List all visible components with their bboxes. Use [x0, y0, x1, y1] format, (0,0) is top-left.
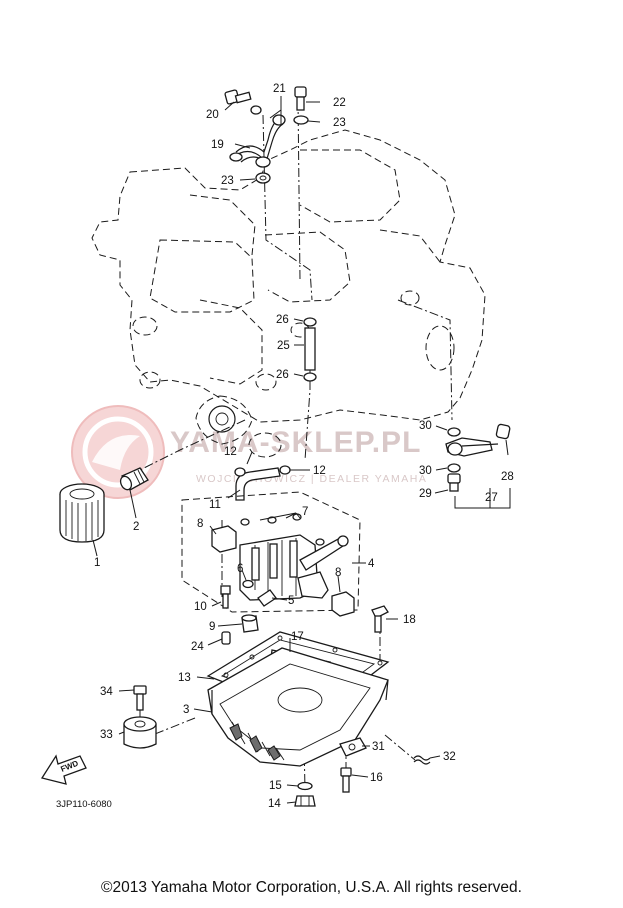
callout-6: 6: [237, 563, 243, 575]
oil-filter-1: [59, 483, 105, 543]
callout-9: 9: [209, 621, 215, 633]
dowel-24: [221, 631, 231, 645]
callout-29: 29: [419, 488, 432, 500]
callout-24: 24: [191, 641, 204, 653]
oil-switch-assembly: [445, 423, 511, 492]
callout-3: 3: [183, 704, 189, 716]
bolt-16: [340, 767, 352, 793]
callout-19: 19: [211, 139, 224, 151]
callout-1: 1: [94, 557, 100, 569]
o-ring-12-right: [279, 465, 291, 475]
callout-15: 15: [269, 780, 282, 792]
callout-12-right: 12: [313, 465, 326, 477]
bolt-18: [371, 605, 389, 633]
drain-bolt-14: [294, 795, 316, 807]
callout-labels: 1 2 3 4 5 6 7 8 8 9 10 11 12 12 13 14 15…: [94, 83, 514, 810]
callout-8-right: 8: [335, 567, 341, 579]
callout-27: 27: [485, 492, 498, 504]
forward-direction-arrow: FWD: [40, 754, 87, 785]
bolt-10: [220, 585, 231, 609]
callout-2: 2: [133, 521, 139, 533]
watermark: YAMA-SKLEP.PL WOJCIECHOWICZ | DEALER YAM…: [71, 405, 427, 499]
callout-21: 21: [273, 83, 286, 95]
callout-18: 18: [403, 614, 416, 626]
callout-11: 11: [209, 499, 221, 511]
callout-30-bottom: 30: [419, 465, 432, 477]
callout-26-bottom: 26: [276, 369, 289, 381]
callout-22: 22: [333, 97, 346, 109]
gasket-23-top: [293, 115, 309, 125]
callout-28: 28: [501, 471, 514, 483]
diagram-code: 3JP110-6080: [56, 799, 112, 810]
callout-23-lower: 23: [221, 175, 234, 187]
collar-33: [123, 716, 157, 749]
oil-pan-3: [207, 647, 389, 767]
callout-13: 13: [178, 672, 191, 684]
screw-32: [413, 755, 431, 765]
gasket-23-lower: [255, 172, 271, 184]
plate-31: [339, 737, 367, 757]
bolt-34: [133, 685, 147, 711]
callout-26-top: 26: [276, 314, 289, 326]
callout-5: 5: [288, 595, 294, 607]
watermark-brand: YAMA-SKLEP.PL: [170, 426, 421, 459]
callout-10: 10: [194, 601, 207, 613]
callout-25: 25: [277, 340, 290, 352]
callout-33: 33: [100, 729, 113, 741]
oil-pipe-19: [229, 114, 286, 168]
callout-31: 31: [372, 741, 385, 753]
callout-30-top: 30: [419, 420, 432, 432]
callout-20: 20: [206, 109, 219, 121]
o-ring-12-left: [234, 467, 246, 477]
callout-8-left: 8: [197, 518, 203, 530]
collar-9: [241, 614, 259, 633]
callout-12-left: 12: [224, 446, 237, 458]
callout-23-top: 23: [333, 117, 346, 129]
callout-4: 4: [368, 558, 375, 570]
copyright-notice: ©2013 Yamaha Motor Corporation, U.S.A. A…: [101, 879, 522, 896]
callout-7: 7: [302, 506, 308, 518]
callout-32: 32: [443, 751, 456, 763]
gasket-21: [250, 105, 262, 115]
union-bolt-22: [294, 86, 307, 111]
engine-block: [91, 129, 486, 458]
oil-pipe-11: [235, 467, 281, 501]
union-bolt-20: [224, 89, 252, 105]
callout-16: 16: [370, 772, 383, 784]
callout-17: 17: [291, 631, 304, 643]
callout-14: 14: [268, 798, 281, 810]
watermark-tagline: WOJCIECHOWICZ | DEALER YAMAHA: [196, 473, 427, 485]
callout-34: 34: [100, 686, 113, 698]
union-bolt-2: [119, 467, 149, 491]
oil-pump-group-4: [181, 491, 366, 617]
gasket-15: [297, 781, 313, 791]
pipe-25: [304, 327, 316, 371]
leader-lines: [92, 96, 511, 804]
o-ring-26-bottom: [303, 372, 317, 382]
o-ring-26-top: [303, 317, 317, 327]
center-lines: [139, 99, 453, 791]
